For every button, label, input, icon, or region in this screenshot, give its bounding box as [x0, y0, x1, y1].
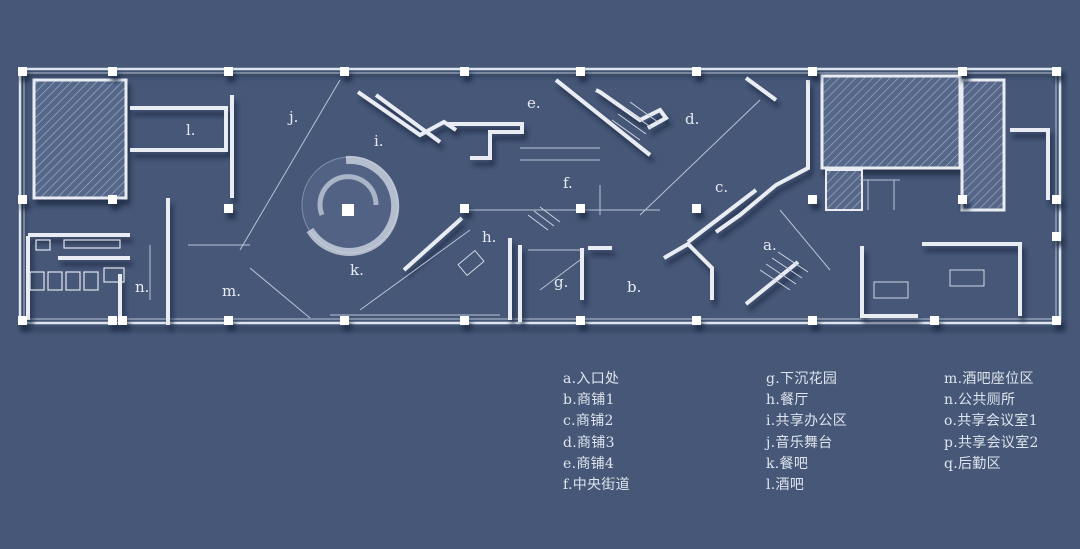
stair-core-right [960, 78, 1006, 212]
lift-left [825, 169, 863, 211]
plan-label-j: j. [287, 108, 298, 126]
legend-column-2: g.下沉花园 h.餐厅 i.共享办公区 j.音乐舞台 k.餐吧 l.酒吧 [766, 369, 847, 496]
plan-label-f: f. [563, 174, 573, 192]
right-hatched-core [820, 74, 962, 170]
plan-label-e: e. [527, 94, 541, 112]
thin-lines [149, 79, 900, 319]
legend-item: n.公共厕所 [944, 392, 1016, 409]
legend-item: o.共享会议室1 [944, 413, 1038, 430]
legend-item: j.音乐舞台 [766, 434, 833, 451]
legend-item: k.餐吧 [766, 455, 809, 472]
walls [26, 76, 1050, 325]
legend-item: m.酒吧座位区 [944, 371, 1034, 387]
plan-label-n: n. [135, 278, 149, 296]
legend-item: h.餐厅 [766, 392, 809, 409]
plan-label-k: k. [350, 261, 364, 279]
plan-label-a: a. [763, 236, 777, 254]
legend-item: e.商铺4 [563, 455, 615, 472]
washroom-fixtures [29, 239, 125, 291]
plan-label-m: m. [222, 282, 241, 300]
legend-item: p.共享会议室2 [944, 434, 1039, 451]
structural-columns [18, 67, 1061, 325]
legend-item: b.商铺1 [563, 392, 615, 409]
legend-item: c.商铺2 [563, 413, 614, 430]
legend-item: g.下沉花园 [766, 371, 838, 387]
plan-label-h: h. [482, 228, 496, 246]
left-hatched-core [32, 78, 128, 200]
legend-item: q.后勤区 [944, 455, 1001, 472]
legend-column-3: m.酒吧座位区 n.公共厕所 o.共享会议室1 p.共享会议室2 q.后勤区 [944, 369, 1039, 475]
legend-item: l.酒吧 [766, 477, 805, 494]
plan-label-b: b. [627, 278, 641, 296]
plan-label-c: c. [715, 178, 728, 196]
legend-item: i.共享办公区 [766, 413, 848, 430]
meeting-tables [457, 249, 985, 299]
legend-item: a.入口处 [563, 371, 620, 387]
legend-item: f.中央街道 [563, 477, 630, 494]
plan-label-i: i. [374, 132, 384, 150]
plan-label-l: l. [186, 121, 196, 139]
legend-item: d.商铺3 [563, 434, 615, 451]
stairs [527, 101, 809, 291]
plan-label-g: g. [554, 273, 568, 291]
plan-label-d: d. [685, 110, 699, 128]
music-stage-spiral [301, 155, 400, 256]
legend-column-1: a.入口处 b.商铺1 c.商铺2 d.商铺3 e.商铺4 f.中央街道 [563, 369, 630, 496]
